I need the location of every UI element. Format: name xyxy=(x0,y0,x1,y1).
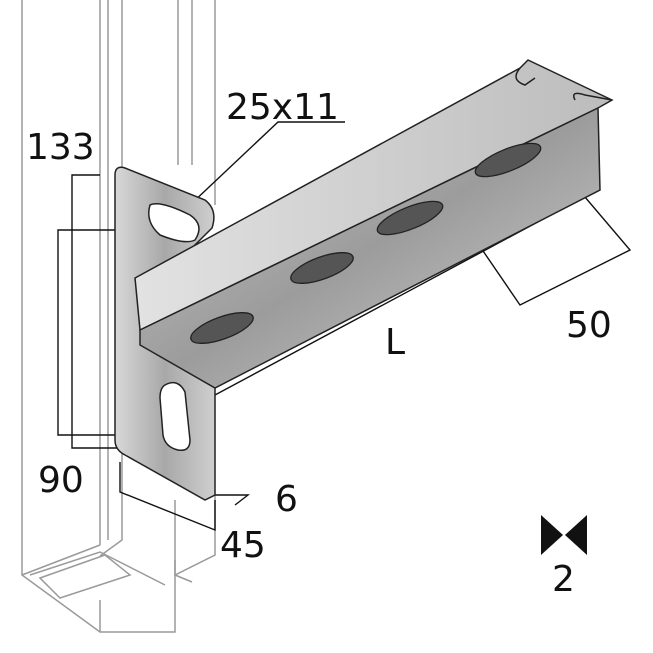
slot-size-label: 25x11 xyxy=(226,87,339,128)
hole-spacing-label: 90 xyxy=(38,460,84,501)
plate-slot-top xyxy=(148,203,200,243)
plate-slot-bottom xyxy=(159,381,191,452)
bracket-arm xyxy=(134,59,614,389)
length-label: L xyxy=(385,322,406,363)
pack-quantity-label: 2 xyxy=(552,559,575,600)
plate-width-label: 45 xyxy=(220,525,266,566)
thickness-label: 6 xyxy=(275,479,298,520)
plate-height-label: 133 xyxy=(26,127,95,168)
arm-slots xyxy=(190,142,542,344)
bowtie-pack-icon xyxy=(541,515,587,555)
slot-pitch-label: 50 xyxy=(566,305,612,346)
